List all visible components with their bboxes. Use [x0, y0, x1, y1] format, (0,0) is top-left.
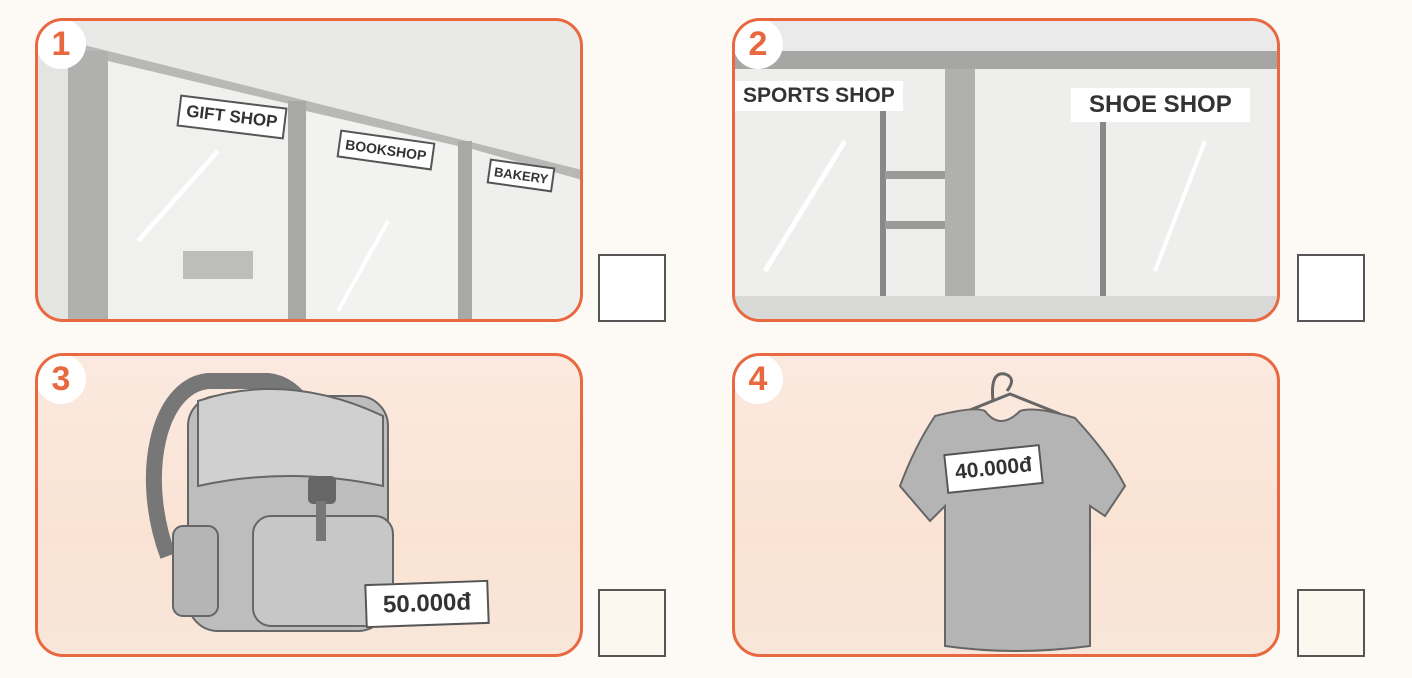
item-number-badge: 1	[38, 21, 86, 69]
picture-4-t-shirt: 4 40.000đ	[732, 353, 1280, 657]
t-shirt-icon	[898, 372, 1127, 652]
answer-checkbox-4[interactable]	[1297, 589, 1365, 657]
answer-checkbox-2[interactable]	[1297, 254, 1365, 322]
shoe-shop-sign: SHOE SHOP	[1071, 88, 1250, 122]
price-tag: 50.000đ	[364, 579, 490, 629]
sports-shop-sign: SPORTS SHOP	[735, 81, 903, 111]
backpack-icon	[145, 373, 394, 632]
answer-checkbox-1[interactable]	[598, 254, 666, 322]
answer-checkbox-3[interactable]	[598, 589, 666, 657]
item-number-badge: 4	[735, 356, 783, 404]
shops-illustration	[735, 21, 1277, 319]
picture-2-shops: 2 SPORTS SHOP SHOE SHOP	[732, 18, 1280, 322]
picture-1-shopping-mall: 1 GIFT SHOP BOOKSHOP BAKERY	[35, 18, 583, 322]
item-number-badge: 2	[735, 21, 783, 69]
item-number-badge: 3	[38, 356, 86, 404]
mall-illustration	[68, 21, 580, 319]
picture-3-backpack: 3 50.000đ	[35, 353, 583, 657]
